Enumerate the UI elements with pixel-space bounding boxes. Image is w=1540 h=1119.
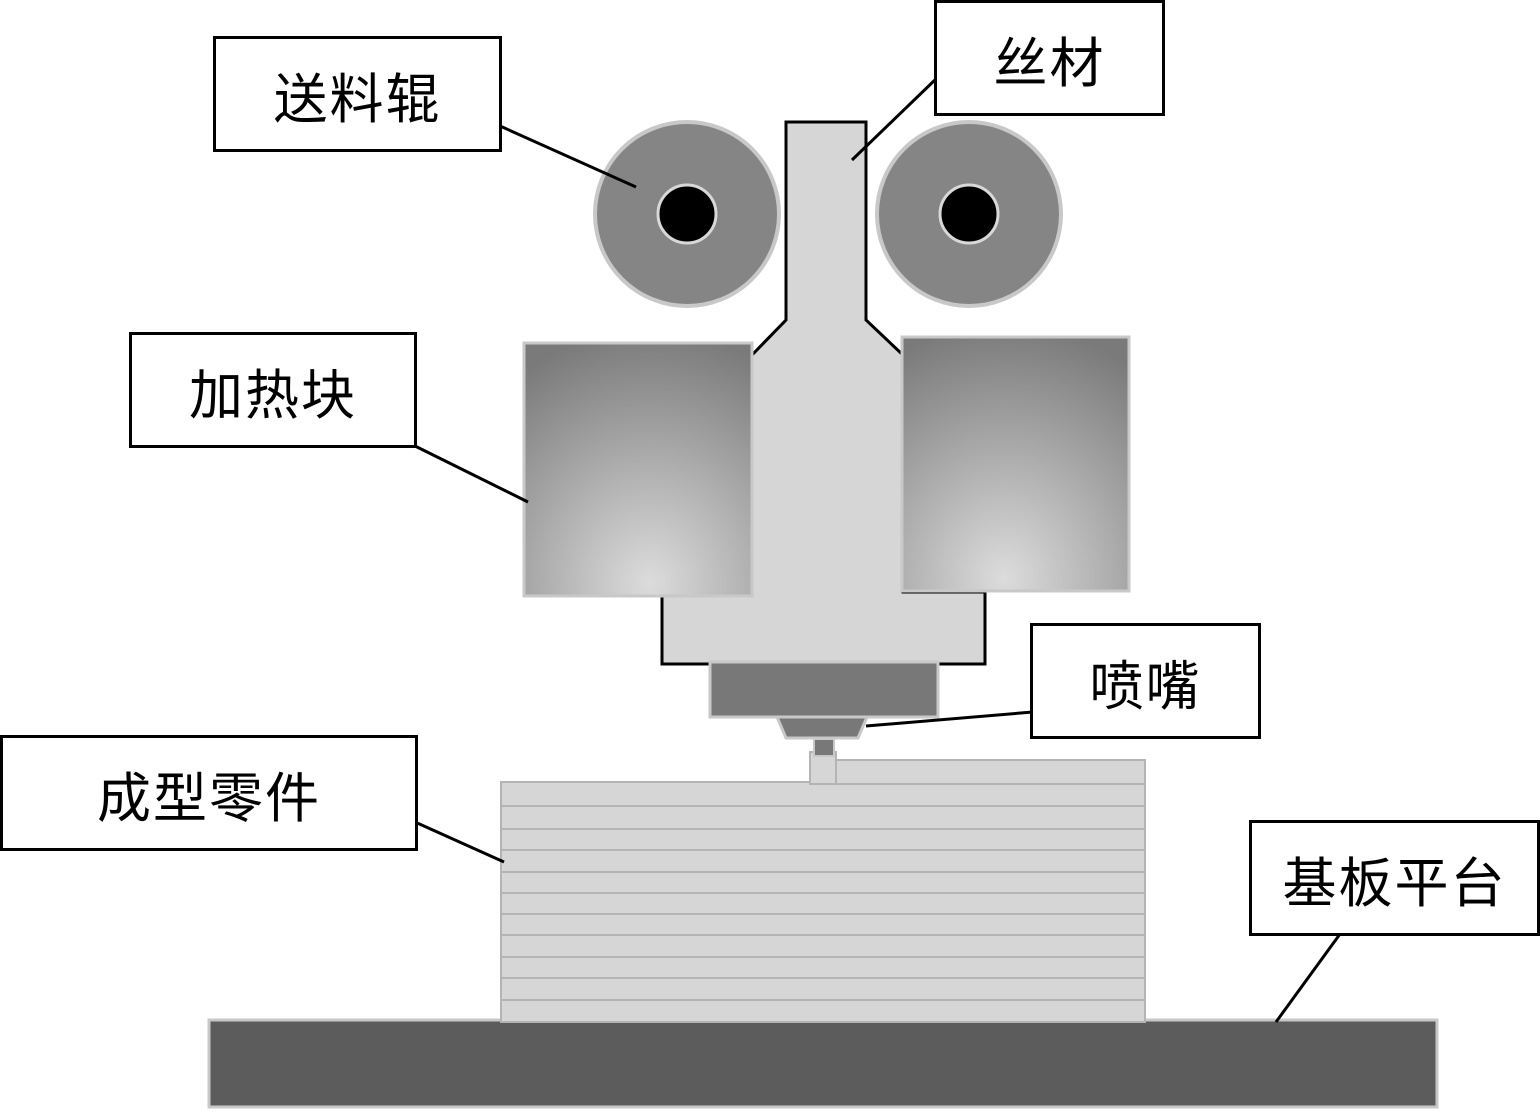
label-substrate-platform: 基板平台 — [1249, 820, 1540, 936]
nozzle-cone — [774, 715, 870, 740]
current-layer — [809, 759, 1146, 785]
label-formed-part: 成型零件 — [0, 735, 418, 851]
label-feed-roller: 送料辊 — [213, 36, 502, 152]
leader-heater — [414, 444, 529, 504]
leader-filament — [850, 75, 940, 162]
roller-hub-right — [938, 183, 1000, 245]
heating-block-left — [522, 341, 754, 598]
nozzle — [708, 660, 940, 757]
substrate-platform — [207, 1018, 1439, 1109]
leader-nozzle — [865, 710, 1034, 728]
feed-roller-right — [875, 120, 1063, 308]
label-filament: 丝材 — [934, 0, 1165, 116]
nozzle-tip — [813, 738, 835, 757]
label-heating-block: 加热块 — [129, 332, 417, 448]
leader-base — [1274, 933, 1342, 1023]
part-layer-lines — [501, 805, 1145, 1001]
heating-block-right — [900, 335, 1131, 593]
leader-roller — [499, 124, 637, 189]
leader-lines — [414, 75, 1342, 1023]
leader-part — [414, 820, 505, 864]
feed-roller-left — [593, 120, 781, 308]
roller-hub-left — [656, 183, 718, 245]
formed-part — [500, 759, 1146, 1023]
nozzle-body — [708, 660, 940, 719]
label-nozzle: 喷嘴 — [1030, 623, 1261, 739]
